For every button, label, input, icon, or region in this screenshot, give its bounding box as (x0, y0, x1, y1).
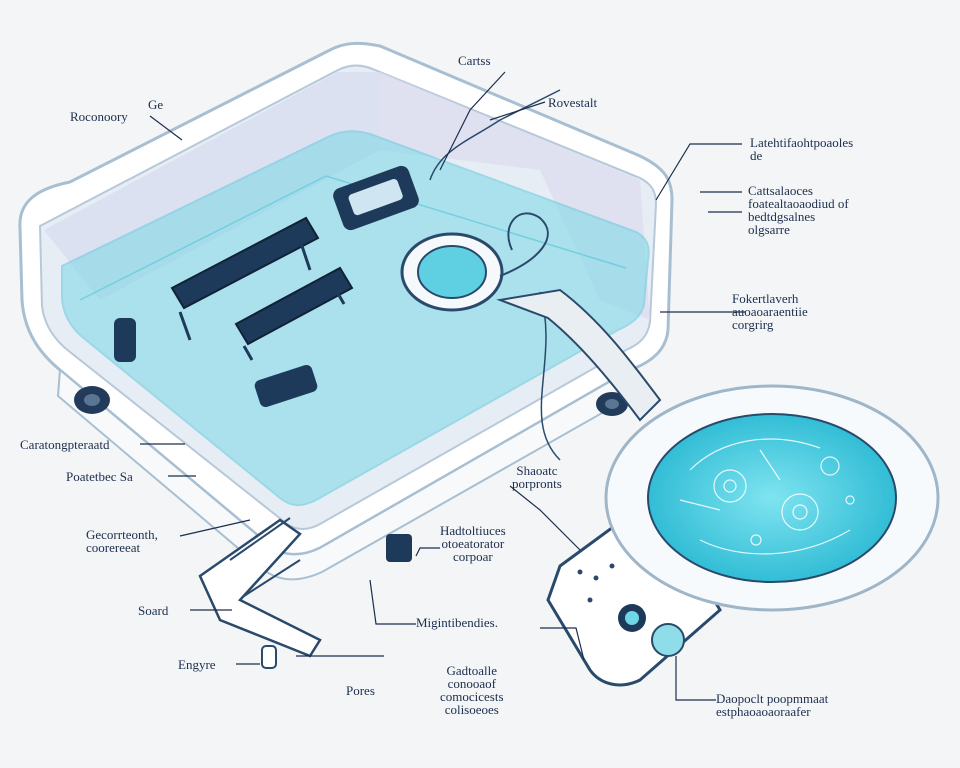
internal-component (254, 364, 318, 408)
label-pores: Pores (346, 683, 375, 698)
label-ge: Ge (148, 97, 164, 112)
internal-component (234, 266, 354, 361)
microorganism-icon (679, 438, 855, 555)
label-caratongpteraatd: Caratongpteraatd (20, 437, 110, 452)
label-migintibendies: Migintibendies. (416, 615, 498, 630)
label-latehtifaohtpoaoles: Latehtifaohtpoaoles de (750, 135, 854, 163)
bowl-component (400, 232, 504, 312)
internal-component (333, 165, 419, 231)
label-hadtoltiuces: Hadtoltiuces otoeatorator corpoar (440, 523, 506, 564)
label-engyre: Engyre (178, 657, 216, 672)
label-gecorrteonth: Gecorrteonth, coorereeat (86, 527, 158, 555)
internal-component (114, 318, 136, 362)
tub-body (18, 41, 674, 581)
internal-component (170, 216, 320, 341)
label-shaoatc: Shaoatc porpronts (512, 463, 562, 491)
leader-lines (140, 71, 745, 701)
internal-component (386, 534, 412, 562)
label-gadtoalle: Gadtoalle conooaof comocicests colisoeoe… (440, 663, 504, 717)
label-rovestalt: Rovestalt (548, 95, 598, 110)
label-daopoclt: Daopoclt poopmmaat estphaoaoaoraafer (716, 691, 829, 719)
label-soard: Soard (138, 603, 169, 618)
hose (496, 288, 662, 422)
lens-device (546, 384, 940, 687)
wheel-icon (596, 392, 628, 416)
label-fokertlaverh: Fokertlaverh auoaoaraentiie corgrirg (732, 291, 808, 332)
clamp-stand (198, 517, 322, 669)
label-poatetbec: Poatetbec Sa (66, 469, 133, 484)
label-cartss: Cartss (458, 53, 491, 68)
wheel-icon (74, 386, 110, 414)
label-cattsalaoces: Cattsalaoces foatealtaoaodiud of bedtdgs… (748, 183, 849, 237)
label-roconoory: Roconoory (70, 109, 128, 124)
